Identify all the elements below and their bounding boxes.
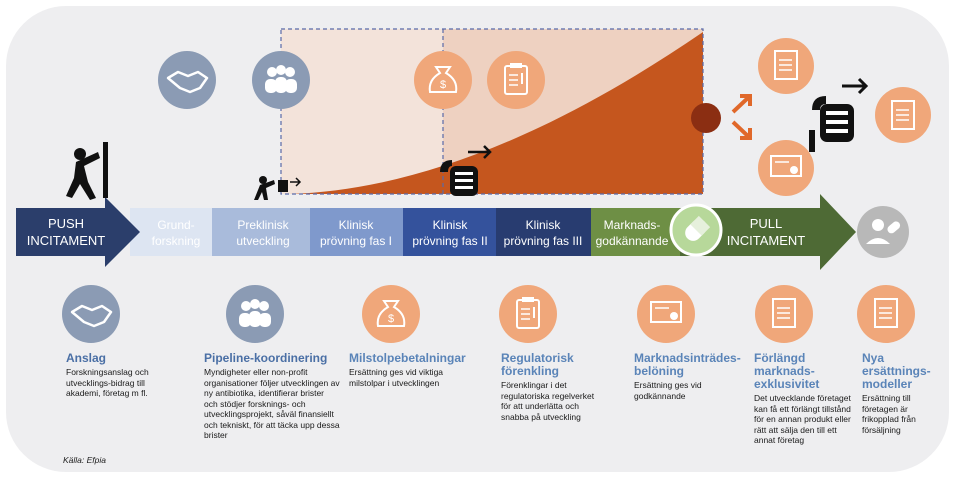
column-heading: Anslag bbox=[66, 351, 107, 365]
money-bag-icon: $ bbox=[414, 51, 472, 109]
certificate-icon bbox=[637, 285, 695, 343]
pull-arrow bbox=[680, 194, 856, 270]
column-pipeline: Pipeline-koordinering Myndigheter eller … bbox=[204, 352, 340, 441]
column-description: Ersättning ges vid godkännande bbox=[634, 380, 702, 401]
column-milstolp: Milstolpebetalningar Ersättning ges vid … bbox=[349, 352, 471, 388]
handshake-icon bbox=[158, 51, 216, 109]
column-nya: Nya ersättnings-modeller Ersättning till… bbox=[862, 352, 938, 435]
document-icon bbox=[755, 285, 813, 343]
source-caption: Källa: Efpia bbox=[63, 455, 106, 465]
column-heading: Marknadsinträdes-belöning bbox=[634, 351, 741, 378]
people-icon bbox=[252, 51, 310, 109]
clipboard-icon bbox=[487, 51, 545, 109]
column-forlangd: Förlängd marknads-exklusivitet Det utvec… bbox=[754, 352, 858, 446]
segment-label: godkännande bbox=[596, 234, 669, 248]
money-bag-icon: $ bbox=[362, 285, 420, 343]
column-description: Ersättning till företagen är frikopplad … bbox=[862, 393, 916, 435]
document-cycle-icon bbox=[857, 285, 915, 343]
cost-curve bbox=[290, 32, 703, 194]
column-regulatorisk: Regulatorisk förenkling Förenklingar i d… bbox=[501, 352, 599, 422]
orange-ball-icon bbox=[691, 103, 721, 133]
hand-arrow-icon bbox=[440, 145, 492, 196]
column-anslag: Anslag Forskningsanslag och utvecklings-… bbox=[66, 352, 170, 399]
column-heading: Regulatorisk förenkling bbox=[501, 351, 574, 378]
push-label-2: INCITAMENT bbox=[27, 233, 106, 248]
push-arrow bbox=[16, 197, 140, 267]
column-description: Förenklingar i det regulatoriska regelve… bbox=[501, 380, 595, 422]
segment-label: prövning fas I bbox=[320, 234, 392, 248]
small-pushing-man-icon bbox=[254, 176, 302, 200]
segment-preklinisk bbox=[212, 208, 310, 256]
certificate-icon bbox=[758, 140, 814, 196]
column-description: Det utvecklande företaget kan få ett för… bbox=[754, 393, 851, 445]
column-heading: Förlängd marknads-exklusivitet bbox=[754, 351, 820, 391]
column-heading: Milstolpebetalningar bbox=[349, 351, 466, 365]
segment-grundforskning bbox=[130, 208, 212, 256]
segment-label: Preklinisk bbox=[237, 218, 289, 232]
document-icon bbox=[758, 38, 814, 94]
svg-text:$: $ bbox=[388, 313, 394, 325]
push-label-1: PUSH bbox=[48, 216, 84, 231]
segment-label: Klinisk bbox=[339, 218, 375, 232]
segment-label: Klinisk bbox=[433, 218, 469, 232]
column-heading: Pipeline-koordinering bbox=[204, 351, 328, 365]
segment-marknad bbox=[591, 208, 680, 256]
segment-fas2 bbox=[403, 208, 496, 256]
column-description: Myndigheter eller non-profit organisatio… bbox=[204, 367, 340, 440]
segment-label: Grund- bbox=[157, 218, 194, 232]
segment-label: prövning fas II bbox=[412, 234, 487, 248]
segment-label: Klinisk bbox=[526, 218, 562, 232]
pull-hand-icon bbox=[809, 77, 869, 152]
column-marknad: Marknadsinträdes-belöning Ersättning ges… bbox=[634, 351, 741, 401]
pull-label-1: PULL bbox=[750, 216, 783, 231]
column-description: Ersättning ges vid viktiga milstolpar i … bbox=[349, 367, 444, 388]
segment-label: utveckling bbox=[236, 234, 289, 248]
segment-fas1 bbox=[310, 208, 403, 256]
diverging-arrows-icon bbox=[731, 94, 752, 140]
document-cycle-icon bbox=[875, 87, 931, 143]
pill-icon bbox=[669, 203, 723, 257]
person-pill-icon bbox=[857, 206, 909, 258]
segment-fas3 bbox=[496, 208, 591, 256]
clipboard-icon bbox=[499, 285, 557, 343]
column-description: Forskningsanslag och utvecklings-bidrag … bbox=[66, 367, 149, 398]
people-icon bbox=[226, 285, 284, 343]
svg-text:$: $ bbox=[440, 79, 446, 91]
segment-label: forskning bbox=[152, 234, 201, 248]
pushing-man-icon bbox=[66, 142, 108, 200]
segment-label: Marknads- bbox=[604, 218, 661, 232]
pull-label-2: INCITAMENT bbox=[727, 233, 806, 248]
column-heading: Nya ersättnings-modeller bbox=[862, 351, 931, 391]
handshake-icon bbox=[62, 285, 120, 343]
preclinical-shade bbox=[281, 29, 443, 194]
segment-label: prövning fas III bbox=[504, 234, 583, 248]
